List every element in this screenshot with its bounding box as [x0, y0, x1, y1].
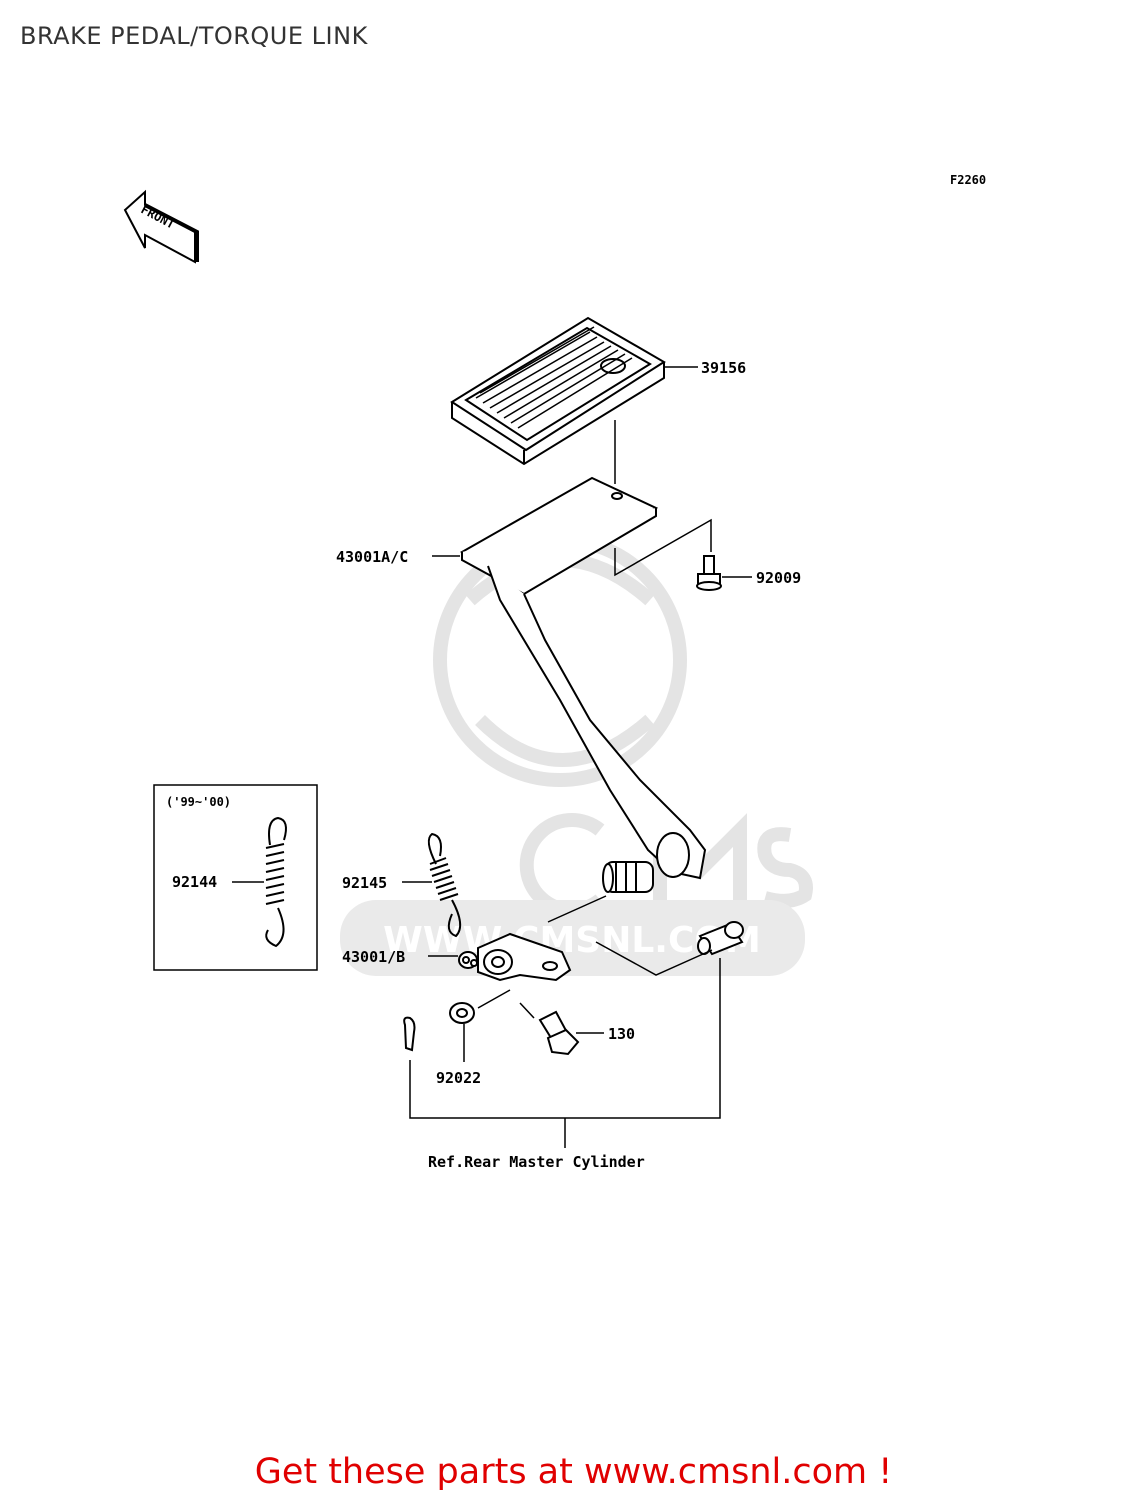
watermark-banner	[340, 900, 805, 976]
return-spring	[427, 832, 462, 938]
assembly-lines	[409, 895, 721, 1148]
flange-bolt	[538, 1010, 580, 1056]
inset-spring	[265, 816, 287, 948]
footer-cta-link[interactable]: Get these parts at www.cmsnl.com !	[254, 1452, 893, 1492]
cmsnl-watermark	[433, 533, 813, 917]
inset-year-note: ('99~'00)	[166, 795, 231, 809]
label-92009: 92009	[756, 569, 801, 587]
inset-box	[153, 784, 318, 971]
label-92145: 92145	[342, 874, 387, 892]
pad-bolt	[696, 555, 722, 591]
pedal-arm	[459, 476, 707, 893]
label-92144: 92144	[172, 873, 217, 891]
label-130: 130	[608, 1025, 635, 1043]
figure-code: F2260	[950, 173, 986, 187]
bolt-bracket-line	[614, 518, 712, 577]
label-92022: 92022	[436, 1069, 481, 1087]
watermark-text: WWW.CMSNL.COM	[383, 920, 761, 961]
page-title: BRAKE PEDAL/TORQUE LINK	[20, 22, 368, 50]
washer	[449, 1002, 475, 1024]
label-43001ac: 43001A/C	[336, 548, 408, 566]
reference-note: Ref.Rear Master Cylinder	[428, 1153, 645, 1171]
clevis-pin	[697, 921, 744, 956]
label-39156: 39156	[701, 359, 746, 377]
label-43001b: 43001/B	[342, 948, 405, 966]
cotter-pin	[403, 1016, 416, 1052]
front-arrow-icon: FRONT	[123, 189, 199, 264]
label-leaders	[232, 366, 752, 1062]
torque-arm	[458, 932, 572, 982]
pedal-pad	[450, 316, 666, 466]
